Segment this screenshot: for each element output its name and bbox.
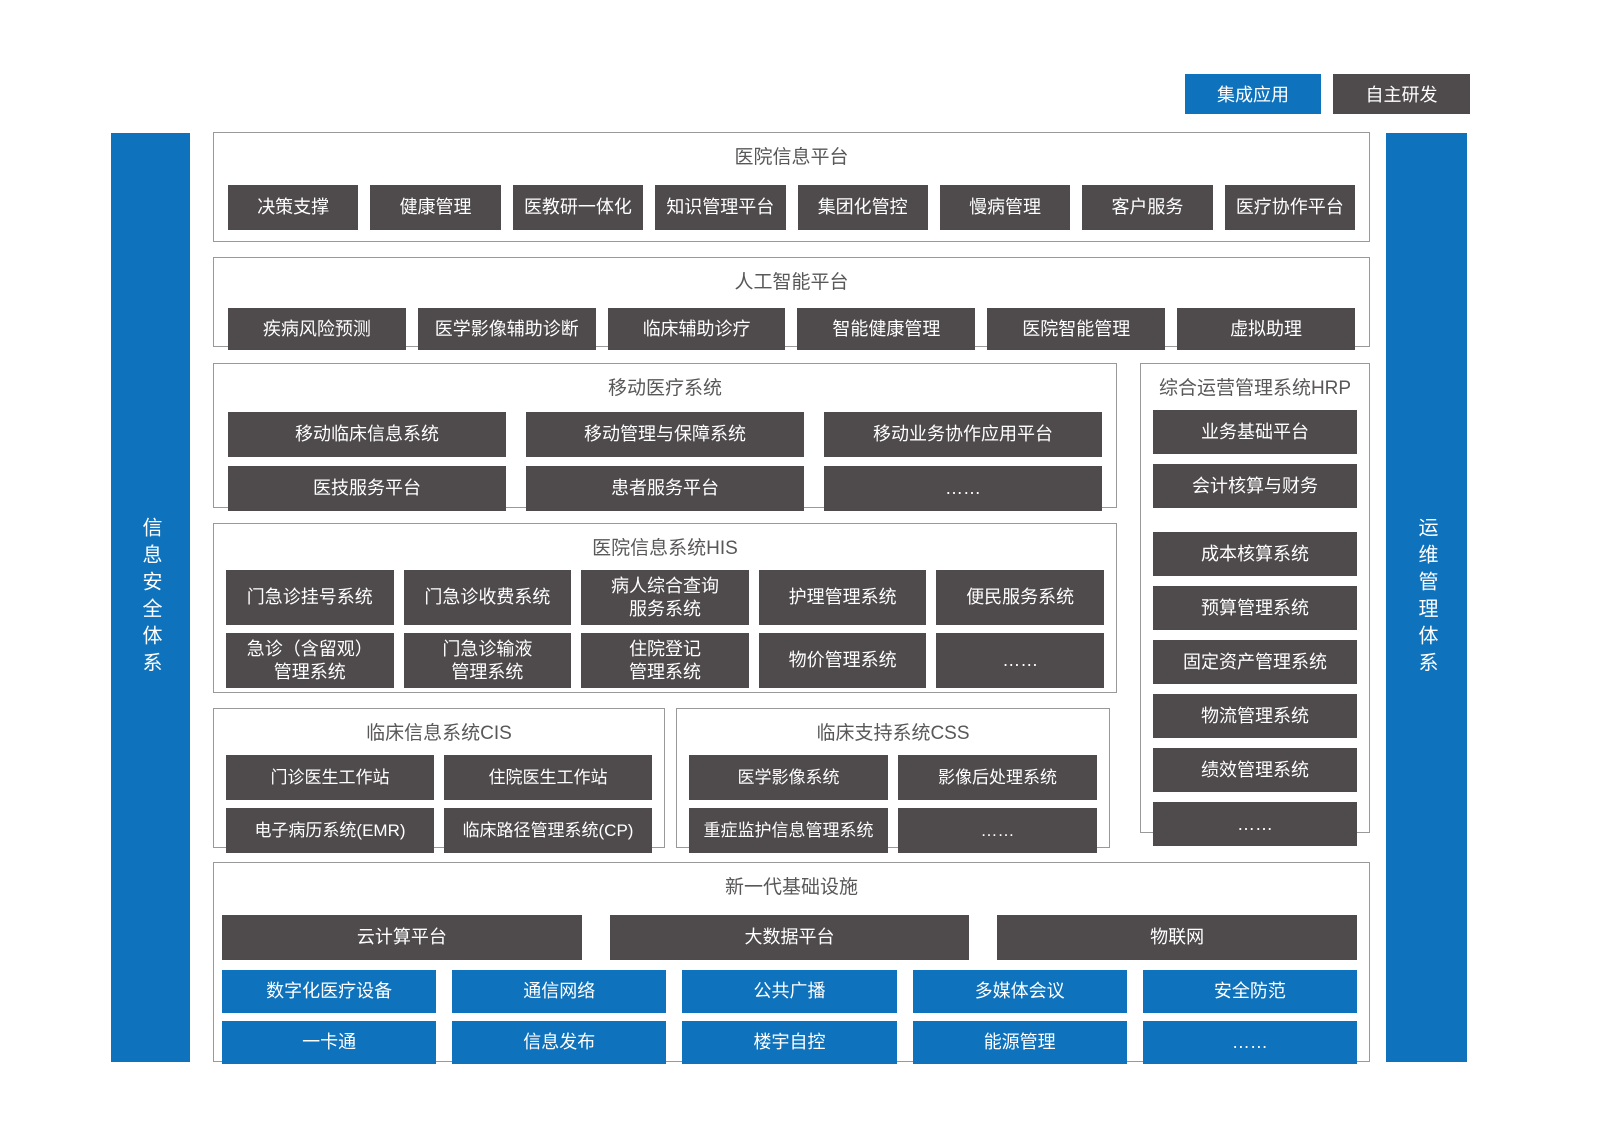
infra-blue-box: 通信网络 xyxy=(452,970,667,1013)
css-panel: 临床支持系统CSS 医学影像系统影像后处理系统重症监护信息管理系统…… xyxy=(676,708,1110,853)
his-item-box: 门急诊收费系统 xyxy=(403,570,572,625)
cis-item-box: 临床路径管理系统(CP) xyxy=(444,808,652,853)
hrp-panel: 综合运营管理系统HRP 业务基础平台会计核算与财务 成本核算系统预算管理系统固定… xyxy=(1140,363,1370,846)
cis-items: 门诊医生工作站住院医生工作站电子病历系统(EMR)临床路径管理系统(CP) xyxy=(226,755,652,853)
infra-blue-box: 数字化医疗设备 xyxy=(222,970,437,1013)
hrp-item-box: 绩效管理系统 xyxy=(1153,748,1357,792)
his-item-box: 便民服务系统 xyxy=(936,570,1104,625)
platform-item-box: 健康管理 xyxy=(370,185,501,230)
infra-blue-box: 一卡通 xyxy=(222,1021,437,1064)
infra-blue-box: 信息发布 xyxy=(452,1021,667,1064)
hrp-item-box: …… xyxy=(1153,802,1357,846)
infra-blue-box: …… xyxy=(1142,1021,1357,1064)
his-item-box: 门急诊挂号系统 xyxy=(226,570,394,625)
css-items: 医学影像系统影像后处理系统重症监护信息管理系统…… xyxy=(689,755,1097,853)
platform-item-box: 决策支撑 xyxy=(228,185,359,230)
infra-blue-box: 楼宇自控 xyxy=(682,1021,897,1064)
hrp-title: 综合运营管理系统HRP xyxy=(1158,378,1352,399)
cis-css-row: 临床信息系统CIS 门诊医生工作站住院医生工作站电子病历系统(EMR)临床路径管… xyxy=(213,708,1117,853)
mobile-item-box: 移动业务协作应用平台 xyxy=(824,412,1102,457)
mobile-medical-title: 移动医疗系统 xyxy=(607,378,722,399)
platform-item-box: 客户服务 xyxy=(1082,185,1213,230)
ai-platform-panel: 人工智能平台 疾病风险预测医学影像辅助诊断临床辅助诊疗智能健康管理医院智能管理虚… xyxy=(213,257,1370,350)
legend-self-developed-chip: 自主研发 xyxy=(1333,74,1470,114)
his-item-box: 住院登记 管理系统 xyxy=(581,633,749,688)
mobile-item-box: 移动管理与保障系统 xyxy=(526,412,804,457)
hospital-info-platform-title: 医院信息平台 xyxy=(734,147,849,168)
hospital-info-platform-panel: 医院信息平台 决策支撑健康管理医教研一体化知识管理平台集团化管控慢病管理客户服务… xyxy=(213,132,1370,242)
css-item-box: …… xyxy=(898,808,1097,853)
hrp-item-box: 物流管理系统 xyxy=(1153,694,1357,738)
ai-platform-items: 疾病风险预测医学影像辅助诊断临床辅助诊疗智能健康管理医院智能管理虚拟助理 xyxy=(228,308,1355,350)
platform-item-box: 慢病管理 xyxy=(939,185,1071,230)
his-item-box: 病人综合查询 服务系统 xyxy=(581,570,749,625)
his-title: 医院信息系统HIS xyxy=(592,538,738,559)
mobile-item-box: 移动临床信息系统 xyxy=(228,412,506,457)
info-security-sidebar: 信息安全体系 xyxy=(111,133,190,1062)
infra-dark-box: 大数据平台 xyxy=(609,915,970,960)
his-items: 门急诊挂号系统门急诊收费系统病人综合查询 服务系统护理管理系统便民服务系统急诊（… xyxy=(226,570,1104,688)
his-item-box: 物价管理系统 xyxy=(758,633,927,688)
ai-item-box: 智能健康管理 xyxy=(797,308,976,350)
middle-left-column: 移动医疗系统 移动临床信息系统移动管理与保障系统移动业务协作应用平台医技服务平台… xyxy=(213,363,1117,853)
his-panel: 医院信息系统HIS 门急诊挂号系统门急诊收费系统病人综合查询 服务系统护理管理系… xyxy=(213,523,1117,693)
infra-dark-box: 云计算平台 xyxy=(222,915,582,960)
his-item-box: 门急诊输液 管理系统 xyxy=(403,633,572,688)
ai-item-box: 疾病风险预测 xyxy=(228,308,406,350)
css-title: 临床支持系统CSS xyxy=(816,723,970,744)
hrp-item-box: 会计核算与财务 xyxy=(1153,464,1357,508)
css-item-box: 医学影像系统 xyxy=(689,755,888,800)
his-item-box: 急诊（含留观） 管理系统 xyxy=(226,633,394,688)
his-item-box: …… xyxy=(936,633,1104,688)
platform-item-box: 集团化管控 xyxy=(797,185,928,230)
mobile-medical-panel: 移动医疗系统 移动临床信息系统移动管理与保障系统移动业务协作应用平台医技服务平台… xyxy=(213,363,1117,511)
ops-management-sidebar: 运维管理体系 xyxy=(1386,133,1467,1062)
cis-title: 临床信息系统CIS xyxy=(366,723,512,744)
cis-item-box: 电子病历系统(EMR) xyxy=(226,808,434,853)
platform-item-box: 医教研一体化 xyxy=(512,185,644,230)
infra-blue-box: 公共广播 xyxy=(682,970,897,1013)
infrastructure-title: 新一代基础设施 xyxy=(724,877,858,898)
mobile-item-box: 医技服务平台 xyxy=(228,466,506,511)
platform-item-box: 医疗协作平台 xyxy=(1224,185,1355,230)
infra-blue-box: 安全防范 xyxy=(1142,970,1357,1013)
ai-item-box: 医学影像辅助诊断 xyxy=(417,308,596,350)
ai-platform-title: 人工智能平台 xyxy=(734,272,849,293)
ai-item-box: 医院智能管理 xyxy=(987,308,1166,350)
mobile-item-box: 患者服务平台 xyxy=(526,466,804,511)
infrastructure-panel: 新一代基础设施 云计算平台大数据平台物联网 数字化医疗设备通信网络公共广播多媒体… xyxy=(213,862,1370,1064)
infra-blue-box: 能源管理 xyxy=(912,1021,1127,1064)
infrastructure-blue-items: 数字化医疗设备通信网络公共广播多媒体会议安全防范一卡通信息发布楼宇自控能源管理 …… xyxy=(222,970,1357,1064)
hrp-item-box: 固定资产管理系统 xyxy=(1153,640,1357,684)
diagram-content: 医院信息平台 决策支撑健康管理医教研一体化知识管理平台集团化管控慢病管理客户服务… xyxy=(213,132,1370,1064)
hrp-item-box: 预算管理系统 xyxy=(1153,586,1357,630)
infra-blue-box: 多媒体会议 xyxy=(912,970,1127,1013)
his-item-box: 护理管理系统 xyxy=(758,570,927,625)
hrp-item-box: 业务基础平台 xyxy=(1153,410,1357,454)
css-item-box: 影像后处理系统 xyxy=(898,755,1097,800)
cis-item-box: 住院医生工作站 xyxy=(444,755,652,800)
mobile-item-box: …… xyxy=(824,466,1102,511)
infrastructure-dark-items: 云计算平台大数据平台物联网 xyxy=(222,915,1357,960)
platform-item-box: 知识管理平台 xyxy=(655,185,786,230)
infra-dark-box: 物联网 xyxy=(997,915,1357,960)
hrp-items: 业务基础平台会计核算与财务 成本核算系统预算管理系统固定资产管理系统物流管理系统… xyxy=(1153,410,1357,846)
middle-row: 移动医疗系统 移动临床信息系统移动管理与保障系统移动业务协作应用平台医技服务平台… xyxy=(213,363,1370,853)
hrp-item-box: 成本核算系统 xyxy=(1153,532,1357,576)
css-item-box: 重症监护信息管理系统 xyxy=(689,808,888,853)
hospital-info-platform-items: 决策支撑健康管理医教研一体化知识管理平台集团化管控慢病管理客户服务医疗协作平台 xyxy=(228,185,1355,230)
cis-item-box: 门诊医生工作站 xyxy=(226,755,434,800)
legend-integrated-chip: 集成应用 xyxy=(1185,74,1321,114)
cis-panel: 临床信息系统CIS 门诊医生工作站住院医生工作站电子病历系统(EMR)临床路径管… xyxy=(213,708,665,853)
mobile-medical-items: 移动临床信息系统移动管理与保障系统移动业务协作应用平台医技服务平台患者服务平台 …… xyxy=(228,412,1102,511)
hrp-items-group2: 成本核算系统预算管理系统固定资产管理系统物流管理系统绩效管理系统 …… xyxy=(1153,532,1357,846)
ai-item-box: 临床辅助诊疗 xyxy=(607,308,786,350)
ai-item-box: 虚拟助理 xyxy=(1177,308,1355,350)
